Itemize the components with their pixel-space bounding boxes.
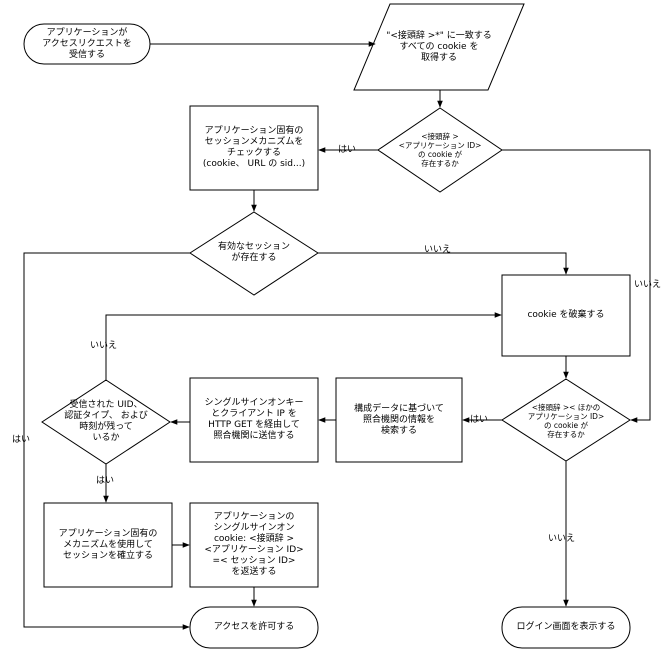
edge-no-app-cookie (502, 149, 651, 423)
node-text-line: 照合機関に送信する (213, 431, 295, 441)
discard-cookie-label: cookie を破棄する (502, 275, 630, 356)
node-text-line: アプリケーションが (46, 27, 128, 38)
send-key-process (189, 377, 319, 463)
check-other-cookie-label: <接頭辞 >< ほかのアプリケーション ID>の cookie が存在するか (516, 390, 616, 452)
node-text-line: アクセスを許可する (213, 622, 295, 632)
node-text-line: (cookie、 URL の sid...) (202, 159, 306, 169)
node-text-line: <接頭辞 > (421, 132, 459, 141)
edge-label-no-other-cookie: いいえ (548, 534, 576, 544)
node-text-line: いるか (92, 433, 120, 443)
edge-label-yes-other-cookie: はい (470, 415, 489, 425)
return-cookie-process (189, 502, 319, 588)
node-text-line: チェックする (226, 148, 281, 158)
node-text-line: =< セッション ID> (212, 556, 296, 566)
node-text-line: アプリケーション固有の (58, 528, 158, 539)
lookup-config-label: 構成データに基づいて照合機関の情報を検索する (336, 378, 462, 462)
edge-label-yes-valid-session: はい (12, 435, 31, 445)
node-text-line: 受信された UID、 (69, 400, 143, 410)
check-session-label: アプリケーション固有のセッションメカニズムをチェックする(cookie、 URL… (190, 106, 318, 190)
discard-cookie-process (501, 274, 631, 357)
edge-label-no-app-cookie: いいえ (634, 280, 662, 290)
node-text-line: 構成データに基づいて (354, 403, 444, 414)
node-text-line: を返送する (231, 567, 277, 577)
check-app-cookie-decision (377, 107, 503, 193)
node-text-line: 有効なセッション (217, 242, 290, 252)
valid-session-decision (189, 211, 319, 296)
node-text-line: 照合機関の情報を (362, 414, 435, 425)
received-uid-label: 受信された UID、認証タイプ、 および時刻が残っているか (56, 394, 156, 450)
node-text-line: が存在する (231, 253, 277, 263)
node-text-line: の cookie が (417, 150, 463, 159)
valid-session-label: 有効なセッションが存在する (202, 228, 306, 278)
edge-label-yes-uid: はい (96, 476, 115, 486)
edge-label-no-uid: いいえ (90, 341, 118, 351)
check-app-cookie-label: <接頭辞 ><アプリケーション ID>の cookie が存在するか (392, 118, 488, 182)
node-text-line: cookie: <接頭辞 > (213, 534, 295, 544)
node-text-line: 時刻が残って (79, 422, 133, 432)
node-text-line: 取得する (420, 52, 457, 63)
node-text-line: 検索する (380, 425, 417, 436)
node-text-line: アプリケーション固有の (204, 126, 304, 136)
show-login-label: ログイン画面を表示する (502, 607, 630, 648)
allow-access-terminal (189, 606, 319, 649)
edge-label-yes-app-cookie: はい (338, 145, 357, 155)
node-text-line: <アプリケーション ID> (398, 141, 482, 150)
node-text-line: の cookie が (543, 421, 589, 430)
node-text-line: ログイン画面を表示する (516, 622, 616, 632)
get-cookies-io (353, 3, 525, 91)
node-text-line: シングルサインオンキー (204, 398, 304, 408)
node-text-line: HTTP GET を経由して (208, 420, 300, 430)
get-cookies-label: "<接頭辞 >*" に一致するすべての cookie を取得する (372, 4, 506, 90)
show-login-terminal (501, 606, 631, 649)
start-label: アプリケーションがアクセスリクエストを受信する (24, 24, 150, 64)
node-text-line: cookie を破棄する (527, 310, 605, 320)
node-text-line: <接頭辞 >< ほかの (531, 403, 601, 412)
node-text-line: とクライアント IP を (211, 409, 297, 419)
edge-no-valid-session (318, 252, 569, 275)
node-text-line: セッションを確立する (62, 550, 153, 561)
edge-no-uid (105, 312, 502, 380)
node-text-line: アクセスリクエストを (42, 38, 132, 49)
node-text-line: 存在するか (421, 159, 459, 168)
node-text-line: 受信する (68, 49, 105, 60)
allow-access-label: アクセスを許可する (190, 607, 318, 648)
node-text-line: <アプリケーション ID> (204, 545, 304, 555)
node-text-line: メカニズムを使用して (63, 539, 153, 550)
establish-session-label: アプリケーション固有のメカニズムを使用してセッションを確立する (44, 503, 172, 587)
node-text-line: "<接頭辞 >*" に一致する (386, 30, 492, 41)
node-text-line: シングルサインオン (213, 523, 295, 533)
edge-label-no-valid-session: いいえ (424, 245, 452, 255)
node-text-line: 存在するか (547, 430, 585, 439)
lookup-config-process (335, 377, 463, 463)
node-text-line: アプリケーションの (213, 512, 295, 522)
node-text-line: セッションメカニズムを (204, 137, 304, 147)
node-text-line: アプリケーション ID> (527, 412, 605, 421)
node-text-line: すべての cookie を (399, 41, 479, 52)
edge-yes-valid-session (23, 252, 190, 630)
node-text-line: 認証タイプ、 および (64, 411, 148, 421)
